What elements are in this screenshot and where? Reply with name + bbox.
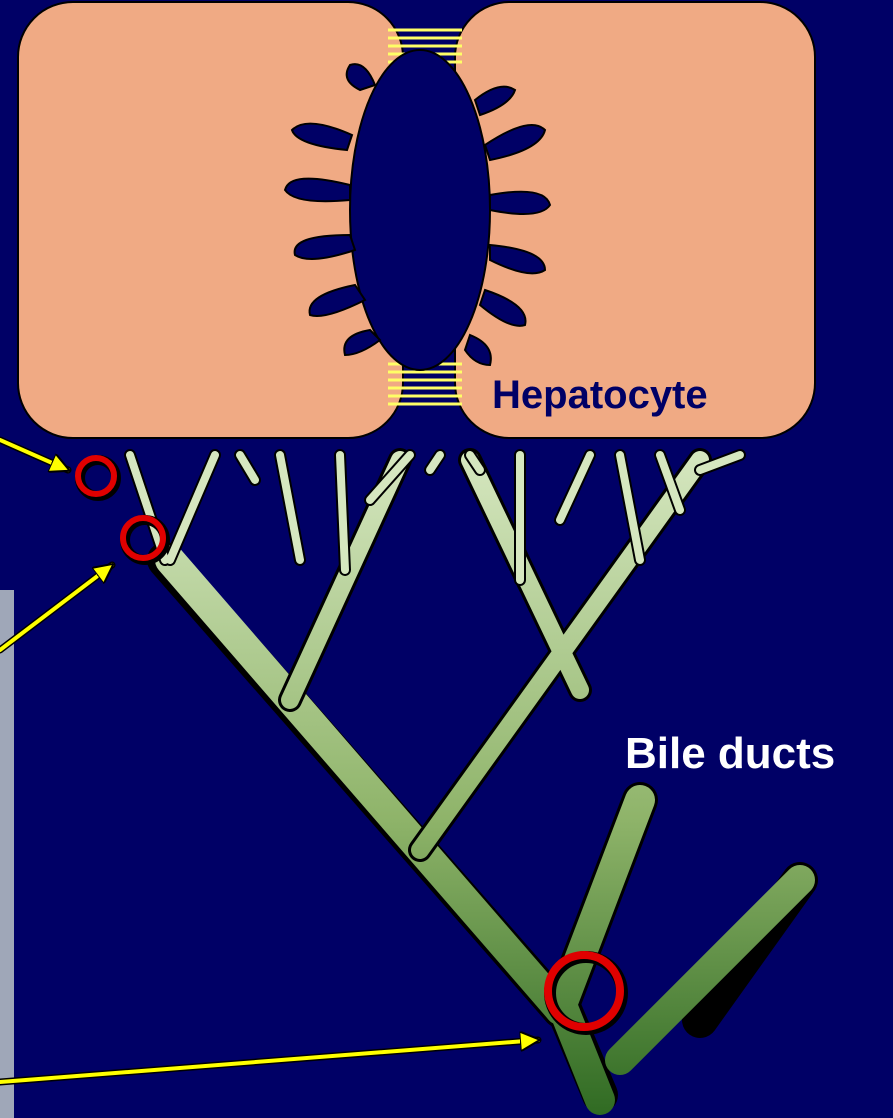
bile-ducts-label: Bile ducts: [625, 729, 835, 778]
pointer-arrow-2: [0, 565, 112, 650]
pointer-arrow-1: [0, 440, 68, 470]
pointer-arrow-3: [0, 1040, 538, 1082]
micrograph-panel: [0, 590, 14, 1118]
hepatocyte-label: Hepatocyte: [492, 373, 708, 417]
hepatocyte-left: [18, 2, 403, 438]
pointer-arrows: [0, 440, 538, 1082]
